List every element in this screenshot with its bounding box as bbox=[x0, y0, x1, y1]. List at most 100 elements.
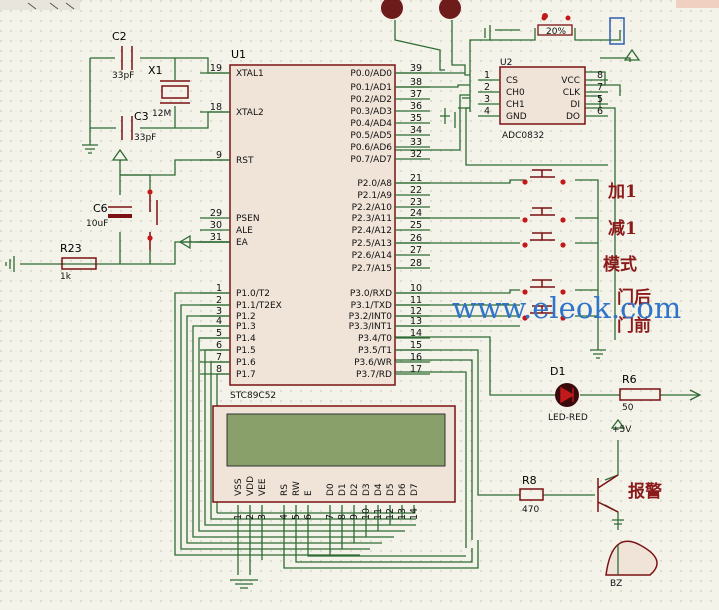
button-add[interactable] bbox=[522, 169, 566, 185]
d1-ref: D1 bbox=[550, 365, 565, 378]
lcd-pin-name: D3 bbox=[362, 483, 372, 496]
u1-pin-number: 31 bbox=[210, 232, 222, 243]
u2-pin-number: 2 bbox=[484, 82, 490, 93]
mcu-u1[interactable]: U1 STC89C52 XTAL119XTAL218RST9PSEN29ALE3… bbox=[200, 48, 430, 401]
u1-pin-name: P2.4/A12 bbox=[352, 226, 392, 236]
u1-pin-name: P2.6/A14 bbox=[352, 251, 393, 261]
u2-pin-number: 4 bbox=[484, 106, 490, 117]
lcd-pin-number: 13 bbox=[397, 508, 408, 520]
u1-pin-number: 7 bbox=[216, 352, 222, 363]
lcd-pin-name: D1 bbox=[338, 483, 348, 496]
lcd-pin-number: 12 bbox=[385, 508, 396, 520]
reset-button[interactable] bbox=[147, 189, 158, 250]
capacitor-c6[interactable]: C6 10uF bbox=[86, 202, 132, 229]
toolbar-strip bbox=[0, 0, 719, 19]
u1-pin-name: P3.0/RXD bbox=[350, 289, 392, 299]
u1-pin-name: P0.4/AD4 bbox=[350, 119, 392, 129]
u1-pin-number: 24 bbox=[410, 208, 422, 219]
u1-pin-number: 14 bbox=[410, 328, 422, 339]
u2-pin-number: 8 bbox=[597, 70, 603, 81]
resistor-r8[interactable]: R8 470 bbox=[519, 474, 544, 515]
lcd-pin-name: D0 bbox=[326, 483, 336, 496]
d1-part: LED-RED bbox=[548, 413, 588, 423]
u2-pin-number: 7 bbox=[597, 82, 603, 93]
potentiometer[interactable]: 20% bbox=[537, 15, 625, 45]
label-mode: 模式 bbox=[603, 254, 637, 275]
u1-pin-number: 39 bbox=[410, 63, 422, 74]
lcd-pin-name: RW bbox=[292, 481, 302, 496]
label-sub: 减1 bbox=[608, 218, 637, 239]
lcd-pin-number: 1 bbox=[233, 514, 244, 520]
button-front-door[interactable] bbox=[522, 305, 566, 321]
u1-pin-name: P0.2/AD2 bbox=[350, 95, 392, 105]
u1-pin-number: 35 bbox=[410, 113, 422, 124]
u1-pin-number: 30 bbox=[210, 220, 222, 231]
c3-value: 33pF bbox=[134, 133, 156, 143]
u1-pin-name: P3.2/INT0 bbox=[349, 312, 393, 322]
u1-pin-number: 21 bbox=[410, 173, 422, 184]
button-sub[interactable] bbox=[522, 207, 566, 223]
c2-ref: C2 bbox=[112, 30, 127, 43]
crystal-x1[interactable]: X1 12M bbox=[148, 64, 190, 119]
lcd-pin-number: 14 bbox=[409, 508, 420, 520]
u1-pin-name: P0.3/AD3 bbox=[350, 107, 392, 117]
u1-pin-number: 16 bbox=[410, 352, 422, 363]
u1-pin-number: 37 bbox=[410, 89, 422, 100]
u1-pin-number: 29 bbox=[210, 208, 222, 219]
u1-pin-name: P1.7 bbox=[236, 370, 256, 380]
u1-pin-name: P0.0/AD0 bbox=[350, 69, 392, 79]
resistor-r23[interactable]: R23 1k bbox=[60, 242, 97, 282]
lcd-pin-name: VSS bbox=[234, 478, 244, 496]
u1-pin-number: 17 bbox=[410, 364, 422, 375]
lcd-pin-name: D4 bbox=[374, 483, 384, 496]
u1-pin-number: 32 bbox=[410, 149, 422, 160]
buzzer-bz[interactable]: BZ bbox=[605, 540, 658, 589]
u1-pin-number: 36 bbox=[410, 101, 422, 112]
u2-pin-name: CH1 bbox=[506, 100, 525, 110]
button-back-door[interactable] bbox=[522, 279, 566, 295]
u1-pin-name: P2.7/A15 bbox=[352, 264, 392, 274]
r6-ref: R6 bbox=[622, 373, 637, 386]
lcd-pin-name: E bbox=[304, 490, 314, 496]
u1-pin-number: 38 bbox=[410, 77, 422, 88]
power-arrow-icon bbox=[111, 48, 641, 250]
lcd-pin-name: D2 bbox=[350, 483, 360, 496]
u1-pin-name: P1.6 bbox=[236, 358, 256, 368]
u1-pin-name: P2.3/A11 bbox=[352, 214, 392, 224]
transistor[interactable]: +5V bbox=[597, 418, 632, 525]
r23-value: 1k bbox=[60, 272, 72, 282]
u1-pin-number: 9 bbox=[216, 150, 222, 161]
u1-pin-name: P3.3/INT1 bbox=[349, 322, 392, 332]
u2-pin-number: 1 bbox=[484, 70, 490, 81]
label-alarm: 报警 bbox=[628, 481, 662, 502]
lcd-display[interactable]: VSS1VDD2VEE3RS4RW5E6D07D18D29D310D411D51… bbox=[212, 405, 456, 520]
capacitor-c3[interactable]: C3 33pF bbox=[121, 110, 156, 143]
u1-pin-name: P0.5/AD5 bbox=[350, 131, 392, 141]
button-mode[interactable] bbox=[522, 232, 566, 248]
c6-ref: C6 bbox=[93, 202, 108, 215]
u1-pin-number: 33 bbox=[410, 137, 422, 148]
lcd-pin-number: 6 bbox=[303, 514, 314, 520]
u1-pin-name: PSEN bbox=[236, 214, 260, 224]
u1-pin-name: XTAL1 bbox=[236, 69, 264, 79]
bz-ref: BZ bbox=[610, 579, 622, 589]
pot-value: 20% bbox=[546, 27, 566, 37]
x1-ref: X1 bbox=[148, 64, 163, 77]
u2-pin-name: CLK bbox=[563, 88, 581, 98]
meter-knob-icon bbox=[381, 0, 403, 19]
lcd-pin-name: D5 bbox=[386, 483, 396, 496]
u2-pin-name: CS bbox=[506, 76, 518, 86]
u1-left-pins: XTAL119XTAL218RST9PSEN29ALE30EA31P1.0/T2… bbox=[200, 63, 282, 380]
lcd-pin-name: VDD bbox=[246, 476, 256, 496]
capacitor-c2[interactable]: C2 33pF bbox=[112, 30, 134, 81]
u2-part: ADC0832 bbox=[502, 131, 544, 141]
u1-pin-name: P3.6/WR bbox=[354, 358, 392, 368]
resistor-r6[interactable]: R6 50 bbox=[619, 373, 702, 413]
led-d1[interactable]: D1 LED-RED bbox=[548, 365, 588, 423]
lcd-pin-number: 7 bbox=[325, 514, 336, 520]
